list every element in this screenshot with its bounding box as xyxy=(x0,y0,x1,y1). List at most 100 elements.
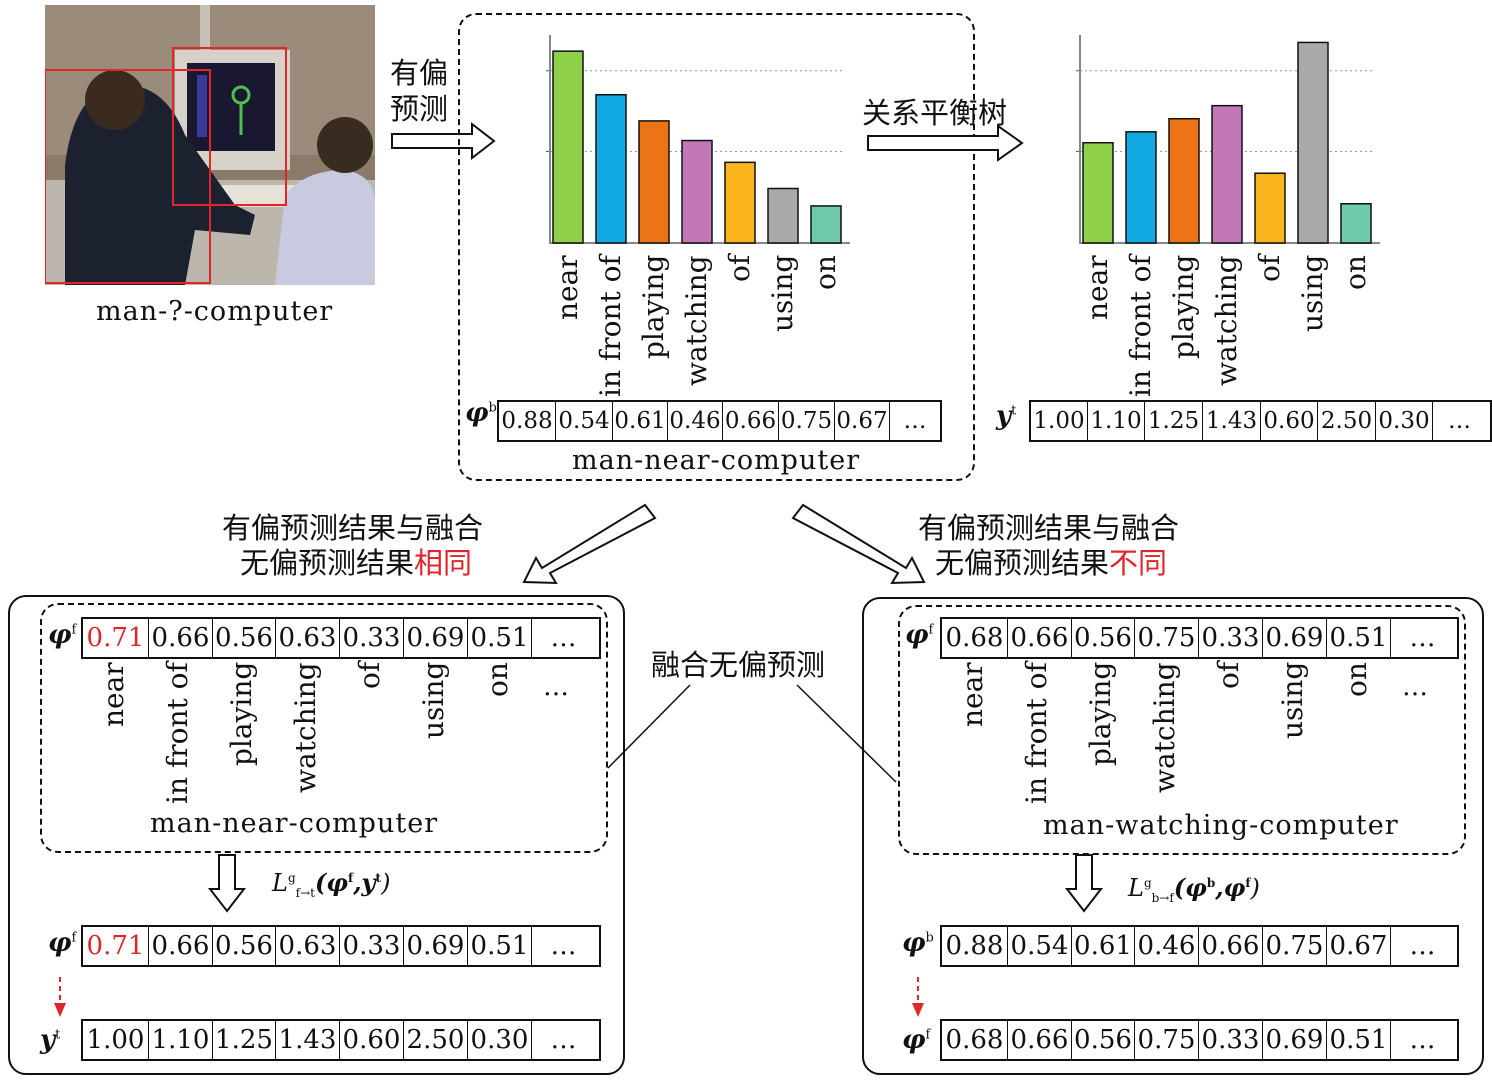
vector-cell: 0.46 xyxy=(1135,927,1199,965)
vector-cell: 0.54 xyxy=(1008,927,1072,965)
balanced-bar-chart xyxy=(1076,35,1380,244)
vector-cell: 0.33 xyxy=(1199,619,1263,657)
vector-cell: … xyxy=(1409,931,1436,961)
phi-f-label-right: φf xyxy=(905,620,934,650)
vector-cell: 0.60 xyxy=(1261,402,1318,440)
vector-cell: 0.66 xyxy=(1008,1021,1072,1059)
vector-cell: … xyxy=(1409,1025,1436,1055)
tick-label-of: of xyxy=(723,254,756,282)
vector-cell: 1.43 xyxy=(1203,402,1261,440)
category-label: using xyxy=(1276,661,1309,739)
arrow-down-left-panel xyxy=(207,854,247,913)
vector-cell: 2.50 xyxy=(1318,402,1376,440)
tick-label-using: using xyxy=(766,254,799,332)
vector-cell: 0.66 xyxy=(1199,927,1263,965)
tick-label-in_front_of: in front of xyxy=(594,255,627,397)
different-result-panel xyxy=(862,597,1484,1075)
label-balance-tree: 关系平衡树 xyxy=(862,96,1008,130)
category-label: of xyxy=(1212,661,1245,689)
category-label: of xyxy=(353,661,386,689)
tick-label-of: of xyxy=(1253,254,1286,282)
vector-cell: 1.25 xyxy=(1145,402,1203,440)
tick-label-on: on xyxy=(809,255,842,290)
bar-playing xyxy=(1168,117,1200,244)
biased-bar-chart xyxy=(546,35,850,244)
vector-cell: 1.10 xyxy=(149,1021,213,1059)
bar-using xyxy=(1297,41,1329,244)
diff-line-2: 无偏预测结果不同 xyxy=(935,546,1168,580)
label-biased-2: 预测 xyxy=(390,92,449,126)
vector-cell: 0.68 xyxy=(942,619,1008,657)
vector-cell: 0.51 xyxy=(468,927,532,965)
scene-photo xyxy=(45,5,375,285)
bar-using xyxy=(767,187,799,244)
category-label: watching xyxy=(289,662,322,793)
tick-label-on: on xyxy=(1339,255,1372,290)
vector-cell: 0.33 xyxy=(340,927,404,965)
fused-prediction-right-box xyxy=(898,605,1466,855)
y-t-label-top: yt xyxy=(996,401,1017,431)
vector-cell: … xyxy=(550,623,577,653)
vector-cell: 0.75 xyxy=(1135,619,1199,657)
red-dashed-arrow-right xyxy=(912,977,924,1017)
vector-cell: 0.61 xyxy=(613,402,668,440)
loss-b-to-f: Lgb→f(φb,φf) xyxy=(1128,873,1260,905)
vector-cell: 2.50 xyxy=(404,1021,468,1059)
bar-playing xyxy=(638,120,670,244)
same-result-panel xyxy=(8,595,625,1075)
vector-cell: 0.66 xyxy=(1008,619,1072,657)
bar-of xyxy=(724,161,756,244)
bar-watching xyxy=(1211,104,1243,244)
vector-cell: 0.56 xyxy=(213,927,276,965)
fused-prediction-left-box xyxy=(40,603,608,853)
category-label: watching xyxy=(1148,662,1181,793)
tick-label-in_front_of: in front of xyxy=(1124,255,1157,397)
vector-cell: 1.10 xyxy=(1088,402,1145,440)
vector-cell: 0.30 xyxy=(468,1021,532,1059)
arrow-down-left xyxy=(522,503,657,585)
connector-lines xyxy=(607,684,897,783)
loss-f-to-t: Lgf→t(φf,yt) xyxy=(272,868,391,900)
tick-label-playing: playing xyxy=(1167,254,1200,359)
vector-cell: … xyxy=(1409,623,1436,653)
vector-cell: 0.63 xyxy=(276,619,340,657)
vector-cell: 0.30 xyxy=(1376,402,1433,440)
vector-cell: 0.46 xyxy=(668,402,723,440)
bar-on xyxy=(1340,203,1372,244)
near-caption-top: man-near-computer xyxy=(572,445,861,476)
category-label: in front of xyxy=(1020,662,1053,804)
tick-label-near: near xyxy=(551,255,584,320)
vector-cell: 0.88 xyxy=(499,402,556,440)
vector-cell: 0.51 xyxy=(468,619,532,657)
photo-caption: man-?-computer xyxy=(96,296,334,327)
vector-cell: 1.43 xyxy=(276,1021,340,1059)
vector-cell: 0.33 xyxy=(1199,1021,1263,1059)
vector-cell: 0.88 xyxy=(942,927,1008,965)
vector-cell: 0.54 xyxy=(556,402,613,440)
vector-cell: 0.69 xyxy=(404,927,468,965)
vector-cell: … xyxy=(903,408,927,434)
label-biased-1: 有偏 xyxy=(390,56,449,90)
bar-of xyxy=(1254,172,1286,244)
vector-cell: 0.69 xyxy=(1263,619,1327,657)
vector-cell: 0.56 xyxy=(213,619,276,657)
same-line-2: 无偏预测结果相同 xyxy=(240,546,473,580)
red-dashed-arrow-left xyxy=(54,977,66,1017)
arrow-right-1 xyxy=(391,121,496,161)
vector-cell: 0.63 xyxy=(276,927,340,965)
phi-b-label-top: φb xyxy=(465,398,497,428)
vector-cell: 0.66 xyxy=(723,402,779,440)
arrow-down-right-panel xyxy=(1064,854,1104,913)
vector-cell: … xyxy=(1448,408,1471,434)
vector-cell: 0.68 xyxy=(942,1021,1008,1059)
category-label: near xyxy=(956,662,989,727)
vector-cell: 0.66 xyxy=(149,619,213,657)
vector-cell: … xyxy=(550,931,577,961)
same-line-1: 有偏预测结果与融合 xyxy=(222,511,484,545)
vector-cell: 0.60 xyxy=(340,1021,404,1059)
bar-in_front_of xyxy=(595,94,627,244)
phi-f-label-right-2: φf xyxy=(902,1025,931,1055)
